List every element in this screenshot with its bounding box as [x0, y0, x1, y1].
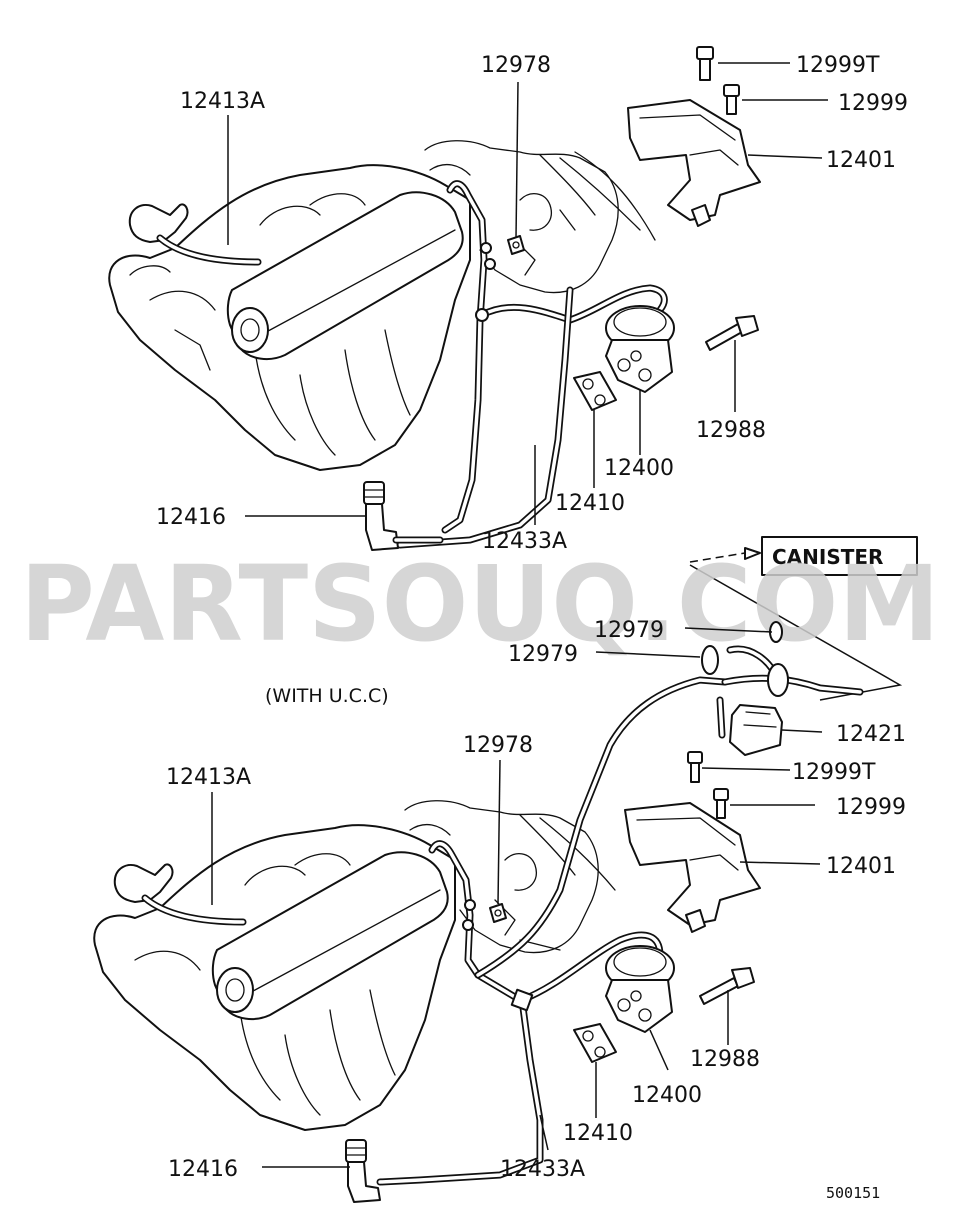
bottom-label-12999T: 12999T [792, 760, 876, 785]
bottom-intake-manifold [93, 824, 456, 1131]
top-labels: 12413A 12978 12999T 12999 12401 12988 12… [156, 53, 908, 554]
canister-label: CANISTER [772, 545, 883, 569]
bottom-label-12400: 12400 [632, 1083, 702, 1108]
watermark-text: PARTSOUQ.COM [20, 543, 940, 665]
bottom-label-12979-b: 12979 [508, 642, 578, 667]
bottom-bolt-12999 [713, 788, 729, 819]
bottom-assembly: 12979 12979 12421 12999T 12999 12401 124… [93, 618, 906, 1203]
top-engine-head [424, 140, 656, 294]
canister-arrow-icon [744, 547, 761, 560]
bottom-label-12401: 12401 [826, 854, 896, 879]
top-label-12400: 12400 [604, 456, 674, 481]
top-label-12999T: 12999T [796, 53, 880, 78]
top-label-12410: 12410 [555, 491, 625, 516]
top-solenoid-bracket-12401 [627, 99, 761, 227]
bottom-solenoid-12421 [716, 696, 783, 756]
bottom-label-12979-a: 12979 [594, 618, 664, 643]
variant-label: (WITH U.C.C) [265, 685, 389, 707]
top-assembly: 12413A 12978 12999T 12999 12401 12988 12… [108, 46, 908, 554]
bottom-clamps-12979 [701, 621, 789, 697]
top-bolt-12999 [723, 84, 740, 115]
top-vacuum-hose-12413A [128, 203, 262, 266]
top-gasket-12410 [573, 371, 617, 411]
top-label-12413A: 12413A [180, 89, 265, 114]
drawing-id: 500151 [826, 1184, 880, 1202]
top-label-12433A: 12433A [482, 529, 567, 554]
bottom-label-12413A: 12413A [166, 765, 251, 790]
bottom-label-12978: 12978 [463, 733, 533, 758]
bottom-label-12416: 12416 [168, 1157, 238, 1182]
bottom-label-12999: 12999 [836, 795, 906, 820]
bottom-solenoid-bracket-12401 [624, 802, 761, 933]
top-egr-valve-12400 [605, 305, 675, 393]
bottom-label-12988: 12988 [690, 1047, 760, 1072]
bottom-label-12433A: 12433A [500, 1157, 585, 1182]
bottom-vacuum-hose-12413A [113, 863, 247, 926]
bottom-labels: 12979 12979 12421 12999T 12999 12401 124… [166, 618, 906, 1182]
bottom-label-12410: 12410 [563, 1121, 633, 1146]
bottom-label-12421: 12421 [836, 722, 906, 747]
bottom-bolt-12999T [687, 751, 703, 783]
top-label-12999: 12999 [838, 91, 908, 116]
top-label-12988: 12988 [696, 418, 766, 443]
top-label-12401: 12401 [826, 148, 896, 173]
top-bolt-12999T [696, 46, 714, 81]
canister-callout: CANISTER [689, 536, 918, 701]
bottom-sensor-12416 [345, 1139, 381, 1203]
top-bolt-12988 [705, 315, 759, 351]
canister-box [761, 536, 918, 576]
bottom-egr-valve-12400 [605, 945, 675, 1033]
bottom-bolt-12978 [489, 903, 507, 923]
bottom-bolt-12988 [699, 967, 755, 1005]
top-intake-manifold [108, 164, 471, 471]
top-bolt-12978 [507, 235, 525, 255]
bottom-leaders [211, 627, 823, 1168]
top-sensor-12416 [363, 481, 444, 551]
top-leaders [227, 62, 828, 525]
top-label-12978: 12978 [481, 53, 551, 78]
bottom-gasket-12410 [573, 1023, 617, 1063]
top-egr-hoses [396, 180, 668, 549]
bottom-engine-head [404, 800, 616, 954]
top-label-12416: 12416 [156, 505, 226, 530]
